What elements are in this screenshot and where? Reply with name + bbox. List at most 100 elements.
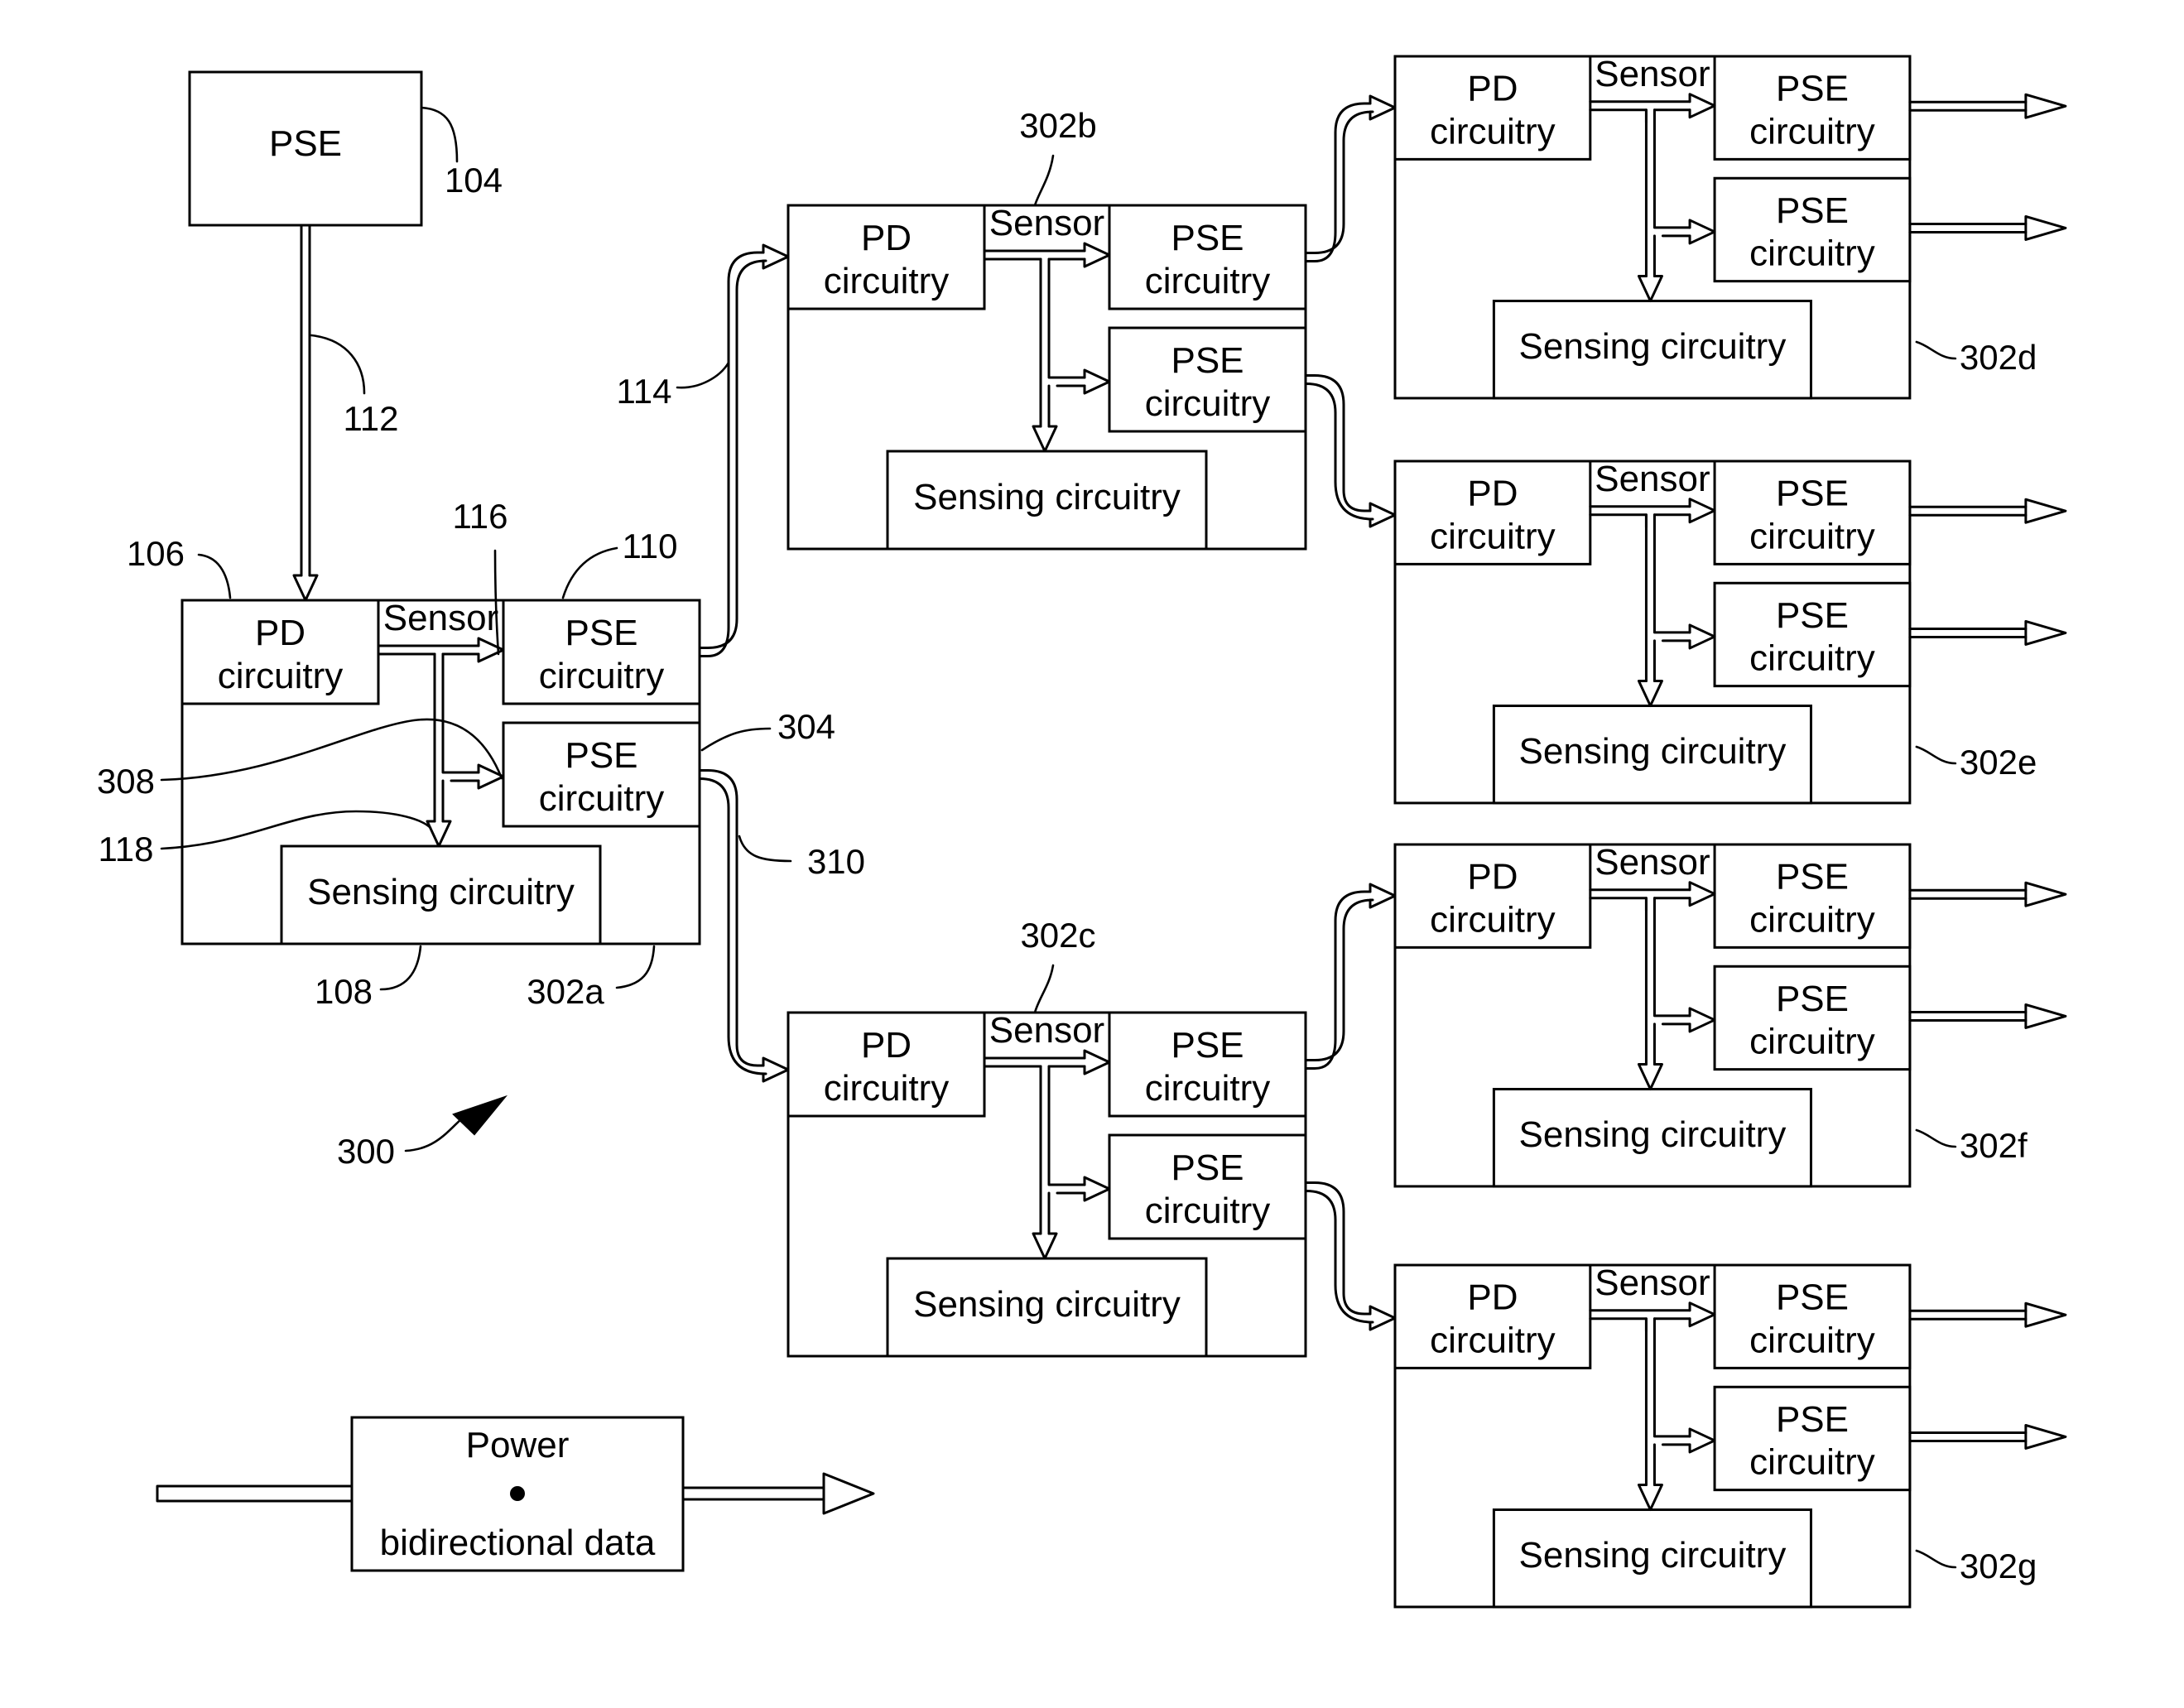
pse-label: PSE (1776, 595, 1849, 636)
legend-arrow-head (824, 1474, 873, 1513)
sensing-label: Sensing circuitry (913, 477, 1181, 517)
output-arrow-head (2026, 94, 2066, 118)
pd-label: circuitry (1430, 111, 1556, 152)
pse-label: circuitry (539, 656, 665, 696)
pse-label: circuitry (1145, 261, 1271, 301)
unit-302f: PDcircuitryPSEcircuitryPSEcircuitrySensi… (1395, 842, 1910, 1186)
pse-label: PSE (1776, 979, 1849, 1019)
leader-line (1917, 747, 1955, 763)
leader-line (702, 729, 770, 750)
output-arrow-head (2026, 1004, 2066, 1027)
pse-label: PSE (1776, 857, 1849, 897)
pse-label: circuitry (539, 778, 665, 819)
pse-label: circuitry (1749, 899, 1875, 940)
pse-label: PSE (565, 613, 637, 653)
top-link-ref: 112 (344, 399, 399, 438)
pd-ref: 106 (127, 534, 185, 573)
block-ref: 302d (1960, 338, 2037, 377)
leader-line (421, 108, 457, 161)
leader-line (311, 335, 364, 393)
leader-line (677, 363, 729, 387)
output-arrow-head (2026, 1303, 2066, 1326)
sensor-path-ref: 118 (99, 830, 154, 868)
sensor-label: Sensor (383, 598, 498, 638)
pse-label: PSE (565, 735, 637, 776)
output-arrow-head (2026, 1425, 2066, 1448)
pse-label: circuitry (1749, 516, 1875, 556)
sensing-label: Sensing circuitry (1519, 326, 1787, 367)
pd-label: circuitry (824, 261, 950, 301)
pd-label: PD (1467, 857, 1518, 897)
sensor-path-ref: 116 (453, 497, 508, 536)
leader-line (381, 946, 421, 989)
pse-label: circuitry (1749, 1320, 1875, 1360)
pd-label: PD (255, 613, 305, 653)
leader-line (199, 555, 230, 598)
arrow-head (763, 245, 788, 268)
top-pse-ref: 104 (445, 161, 503, 200)
arrow-head (1370, 884, 1395, 907)
legend-bullet (510, 1486, 525, 1501)
arrow-head (294, 575, 317, 600)
block-ref: 302c (1020, 916, 1095, 955)
sensor-label: Sensor (1595, 54, 1710, 94)
link-c-g (1306, 1183, 1370, 1315)
pd-label: PD (1467, 69, 1518, 109)
sensing-label: Sensing circuitry (1519, 1535, 1787, 1576)
pse2-ref: 304 (777, 707, 835, 746)
pse-label: circuitry (1145, 1068, 1271, 1109)
arrow-head (763, 1058, 788, 1081)
pd-label: PD (1467, 474, 1518, 514)
sensing-label: Sensing circuitry (1519, 1114, 1787, 1155)
pse-label: circuitry (1749, 638, 1875, 679)
sensing-label: Sensing circuitry (307, 872, 575, 912)
legend: Powerbidirectional data (157, 1417, 873, 1571)
link-114 (700, 261, 766, 648)
sensor-label: Sensor (1595, 1263, 1710, 1303)
leader-line (1917, 342, 1955, 358)
output-link (1910, 224, 2026, 232)
sensor-path-ref: 308 (97, 762, 155, 801)
pse-label: PSE (1171, 1025, 1244, 1066)
unit-302e: PDcircuitryPSEcircuitryPSEcircuitrySensi… (1395, 459, 1910, 803)
sensing-label: Sensing circuitry (1519, 731, 1787, 772)
pd-label: PD (861, 218, 912, 258)
pse-label: PSE (1776, 1277, 1849, 1318)
link-310 (700, 779, 766, 1075)
block-ref: 302f (1960, 1126, 2028, 1165)
figure-number: 300 (337, 1132, 395, 1171)
output-link (1910, 102, 2026, 110)
pse-label: circuitry (1749, 1442, 1875, 1483)
output-arrow-head (2026, 216, 2066, 239)
pse-label: circuitry (1749, 1022, 1875, 1062)
arrow-head (1370, 96, 1395, 119)
pse-label: PSE (1776, 474, 1849, 514)
pd-label: circuitry (218, 656, 344, 696)
sensing-ref: 108 (315, 972, 373, 1011)
figure-arrow-head (454, 1097, 505, 1134)
unit-302b: PDcircuitryPSEcircuitryPSEcircuitrySensi… (788, 203, 1306, 549)
output-link (1910, 1432, 2026, 1441)
top-link (301, 225, 310, 575)
output-link (1910, 1311, 2026, 1319)
leader-line (617, 946, 654, 988)
pd-label: PD (861, 1025, 912, 1066)
unit-302d: PDcircuitryPSEcircuitryPSEcircuitrySensi… (1395, 54, 1910, 398)
leader-line (1035, 965, 1053, 1013)
legend-title: Power (466, 1425, 570, 1465)
legend-output-link (683, 1488, 824, 1499)
unit-302c: PDcircuitryPSEcircuitryPSEcircuitrySensi… (788, 1010, 1306, 1356)
pd-label: circuitry (1430, 516, 1556, 556)
link-310 (700, 771, 763, 1066)
leader-line (563, 548, 617, 598)
legend-input-link (157, 1486, 352, 1501)
pse-label: PSE (1171, 1147, 1244, 1188)
sensor-label: Sensor (989, 203, 1104, 243)
pse-label: PSE (1776, 69, 1849, 109)
link-c-f (1306, 892, 1370, 1069)
pse-label: circuitry (1145, 1191, 1271, 1231)
leader-line (1917, 1551, 1955, 1567)
block-ref: 302e (1960, 743, 2037, 782)
output-link (1910, 1012, 2026, 1020)
